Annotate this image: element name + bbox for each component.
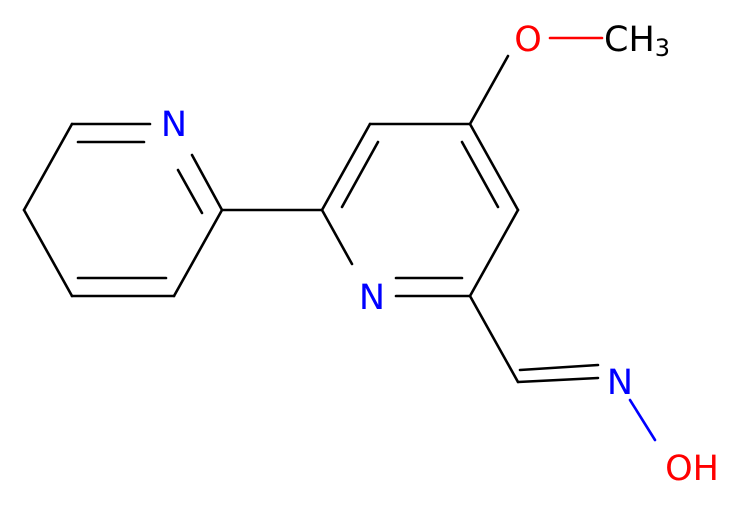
c-n-double-bond — [518, 363, 600, 372]
center-pyridine-ring — [320, 122, 520, 298]
atom-label-n-center: N — [359, 278, 385, 318]
atom-label-o-methoxy: O — [514, 20, 542, 60]
bond — [340, 140, 380, 209]
methyl-c-text: CH — [604, 20, 655, 60]
bond — [320, 122, 372, 212]
ring-to-ch-bond — [468, 294, 520, 384]
bond — [22, 122, 74, 212]
bond — [190, 153, 224, 212]
c-n-double-bond — [516, 376, 600, 384]
bond — [172, 208, 224, 298]
bond — [320, 208, 354, 266]
atom-label-n-oxime: N — [607, 363, 633, 403]
atom-label-n-left: N — [161, 105, 187, 145]
atom-label-methyl: CH3 — [604, 20, 670, 62]
methoxy-bond-c-o — [468, 54, 510, 126]
bond — [22, 208, 74, 298]
methyl-subscript: 3 — [655, 34, 670, 62]
n-o-bond — [628, 398, 657, 442]
bond — [176, 168, 204, 215]
bond — [468, 208, 520, 298]
atom-label-hydroxyl: OH — [665, 449, 719, 489]
bond — [460, 140, 500, 209]
left-pyridine-ring — [22, 122, 224, 298]
bond — [468, 122, 520, 212]
